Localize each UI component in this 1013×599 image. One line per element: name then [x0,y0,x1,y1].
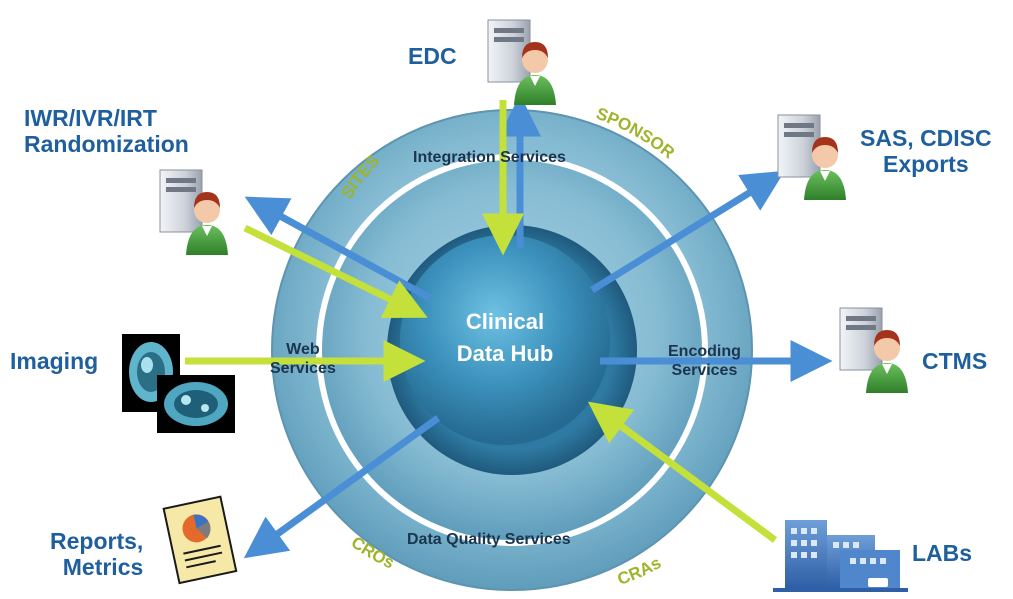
hub-inner [400,235,610,445]
encoding-services-label: Encoding Services [668,342,741,380]
data-quality-services-label: Data Quality Services [407,531,571,548]
web-services-line2: Services [270,360,336,378]
sas-label: SAS, CDISC Exports [860,125,992,178]
labs-building-icon [773,520,908,592]
imaging-label: Imaging [10,348,99,374]
arrow-hub-to-reports [243,415,441,559]
iwr-label-line2: Randomization [24,130,189,157]
hub-title-line2: Data Hub [456,340,554,366]
arrow-labs-to-hub [587,401,778,543]
flow-arrows [185,94,833,559]
reports-label-line2: Metrics [62,553,144,580]
sas-label-line2: Exports [883,150,969,177]
arrow-iwr-to-hub [243,224,428,319]
web-services-label: Web Services [270,340,336,378]
encoding-services-line1: Encoding [668,343,741,360]
ctms-label: CTMS [922,348,988,374]
edc-label: EDC [408,43,457,69]
encoding-services-line2: Services [671,362,738,380]
labs-label: LABs [912,540,973,566]
reports-label-line1: Reports, [50,528,144,554]
sas-server-icon [777,114,846,200]
ctms-server-icon [839,307,908,393]
reports-label: Reports, Metrics [50,528,144,581]
iwr-server-icon [159,169,228,255]
edc-server-icon [487,19,556,105]
web-services-line1: Web [286,341,320,358]
arrow-hub-to-sas [590,170,785,293]
iwr-label-line1: IWR/IVR/IRT [24,105,157,131]
integration-services-label: Integration Services [413,149,566,166]
hub-title: Clinical Data Hub [445,306,565,370]
sas-label-line1: SAS, CDISC [860,125,992,151]
hub-title-line1: Clinical [465,309,545,334]
imaging-scan-icon [122,334,235,433]
iwr-label: IWR/IVR/IRT Randomization [24,105,189,158]
reports-document-icon [162,495,238,585]
